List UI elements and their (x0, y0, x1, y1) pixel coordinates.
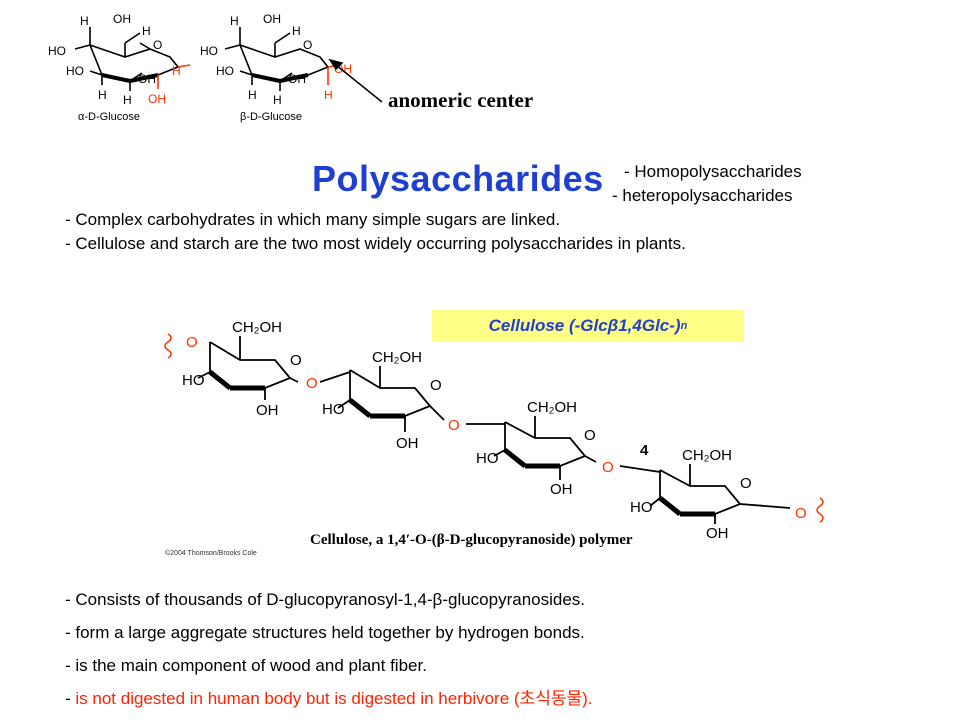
alpha-ho-left: HO (48, 44, 66, 58)
anomeric-arrow (328, 58, 383, 103)
alpha-glucose-label: α-D-Glucose (78, 111, 140, 123)
fact-2: - form a large aggregate structures held… (65, 623, 585, 642)
ring2-ring-o: O (430, 377, 442, 394)
alpha-oh-anomeric: OH (148, 92, 166, 106)
beta-glucose-structure (224, 27, 341, 91)
anomeric-center-label: anomeric center (388, 88, 534, 112)
ring4-ho: HO (630, 499, 653, 516)
cellulose-caption: Cellulose, a 1,4′-O-(β-D-glucopyranoside… (310, 532, 633, 548)
cellulose-facts: - Consists of thousands of D-glucopyrano… (65, 588, 593, 720)
fact-3: - is the main component of wood and plan… (65, 656, 427, 675)
alpha-ring-o: O (153, 38, 162, 52)
beta-ho-low: HO (216, 64, 234, 78)
fact-1: - Consists of thousands of D-glucopyrano… (65, 590, 586, 609)
alpha-h-ring: H (142, 24, 151, 38)
beta-oh-top: OH (263, 12, 281, 26)
beta-h-anomeric: H (324, 88, 333, 102)
ring3-oh: OH (550, 481, 573, 498)
link4-o: O (795, 505, 807, 522)
ring3-ho: HO (476, 450, 499, 467)
ring2-oh: OH (396, 435, 419, 452)
ring1-oh: OH (256, 402, 279, 419)
alpha-h-bottom: H (98, 88, 107, 102)
link2-o: O (448, 417, 460, 434)
fact-4-prefix: - (65, 689, 76, 708)
cellulose-structure: CH₂OH O O HO OH O CH₂OH O HO OH O CH₂OH … (164, 319, 824, 540)
ring4-ch2oh: CH₂OH (682, 447, 732, 464)
alpha-ho-low: HO (66, 64, 84, 78)
ring2-ho: HO (322, 401, 345, 418)
type-hetero: - heteropolysaccharides (612, 186, 793, 205)
position-four-label: 4 (640, 442, 649, 459)
ring3-ch2oh: CH₂OH (527, 399, 577, 416)
beta-oh-mid: OH (288, 72, 306, 86)
ring1-ring-o: O (290, 352, 302, 369)
cellulose-label: Cellulose (-Glcβ1,4Glc-)n (432, 310, 744, 342)
link1-o: O (306, 375, 318, 392)
chain-end-left (164, 333, 172, 359)
link3-o: O (602, 459, 614, 476)
chain-end-right (816, 497, 824, 523)
beta-h-bottom: H (248, 88, 257, 102)
ring4-ring-o: O (740, 475, 752, 492)
glucose-structures: H OH HO HO H H OH O H H OH α-D-Glucose H… (48, 12, 383, 123)
alpha-glucose-structure (74, 27, 191, 91)
beta-h-top: H (230, 14, 239, 28)
type-homo: - Homopolysaccharides (624, 162, 802, 181)
beta-ho-left: HO (200, 44, 218, 58)
alpha-oh-mid: OH (138, 72, 156, 86)
beta-glucose-label: β-D-Glucose (240, 111, 302, 123)
copyright-text: ©2004 Thomson/Brooks Cole (165, 550, 257, 557)
cellulose-label-subscript: n (680, 320, 688, 332)
page-title: Polysaccharides (312, 158, 604, 199)
fact-4-text: is not digested in human body but is dig… (75, 689, 593, 708)
alpha-h-anomeric: H (172, 64, 181, 78)
intro-text: - Complex carbohydrates in which many si… (65, 208, 686, 256)
ring3-ring-o: O (584, 427, 596, 444)
intro-line-1: - Complex carbohydrates in which many si… (65, 210, 561, 229)
beta-ring-o: O (303, 38, 312, 52)
intro-line-2: - Cellulose and starch are the two most … (65, 234, 686, 253)
ring1-ho: HO (182, 372, 205, 389)
alpha-h-top: H (80, 14, 89, 28)
ring1-ch2oh: CH₂OH (232, 319, 282, 336)
cellulose-label-text: Cellulose (-Glcβ1,4Glc-) (488, 316, 681, 335)
polysaccharide-types: - Homopolysaccharides - heteropolysaccha… (612, 160, 802, 208)
ring2-ch2oh: CH₂OH (372, 349, 422, 366)
beta-h-bottom2: H (273, 93, 282, 107)
alpha-h-bottom2: H (123, 93, 132, 107)
fact-4: - is not digested in human body but is d… (65, 687, 593, 720)
ring1-o-left: O (186, 334, 198, 351)
ring4-oh: OH (706, 525, 729, 540)
alpha-oh-top: OH (113, 12, 131, 26)
beta-h-ring: H (292, 24, 301, 38)
